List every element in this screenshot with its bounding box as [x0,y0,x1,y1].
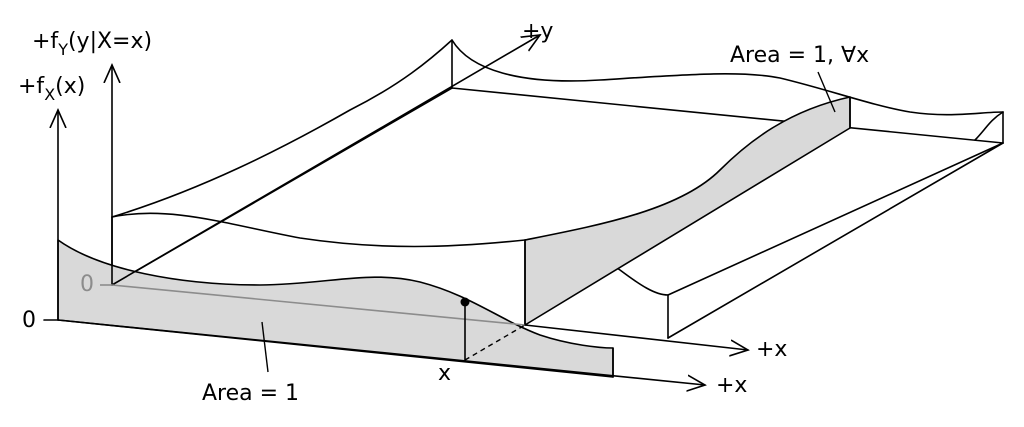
zero-back-label: 0 [80,272,94,297]
x-axis-front [57,319,705,385]
conditional-slice [524,96,851,326]
x-marker-label: x [438,361,451,386]
x-axis-back [524,324,748,350]
conditional-axis-label: +fY(y|X=x) [32,29,152,59]
area-conditional-label: Area = 1, ∀x [730,43,869,68]
x-marker-point [460,297,470,307]
surface-near-edge [111,212,526,248]
area-marginal-label: Area = 1 [202,381,299,406]
x-marker-dashed [464,324,526,361]
area-marginal-leader [261,321,269,373]
x-axis-back-label: +x [756,337,787,362]
labels: +fY(y|X=x) +fX(x) +y +x +x 0 0 x Area = … [18,19,869,406]
zero-front-label: 0 [22,308,36,333]
marginal-area [57,239,614,378]
axes [43,35,836,385]
y-axis-label: +y [522,19,553,44]
surface-far-edge [111,39,1004,218]
y-axis [111,35,540,286]
x-axis-front-label: +x [716,373,747,398]
marginal-density [57,239,614,378]
x-axis-back-grey [111,284,526,326]
marginal-axis-label: +fX(x) [18,74,85,104]
conditional-slice-area [524,96,851,326]
area-conditional-leader [817,71,836,113]
